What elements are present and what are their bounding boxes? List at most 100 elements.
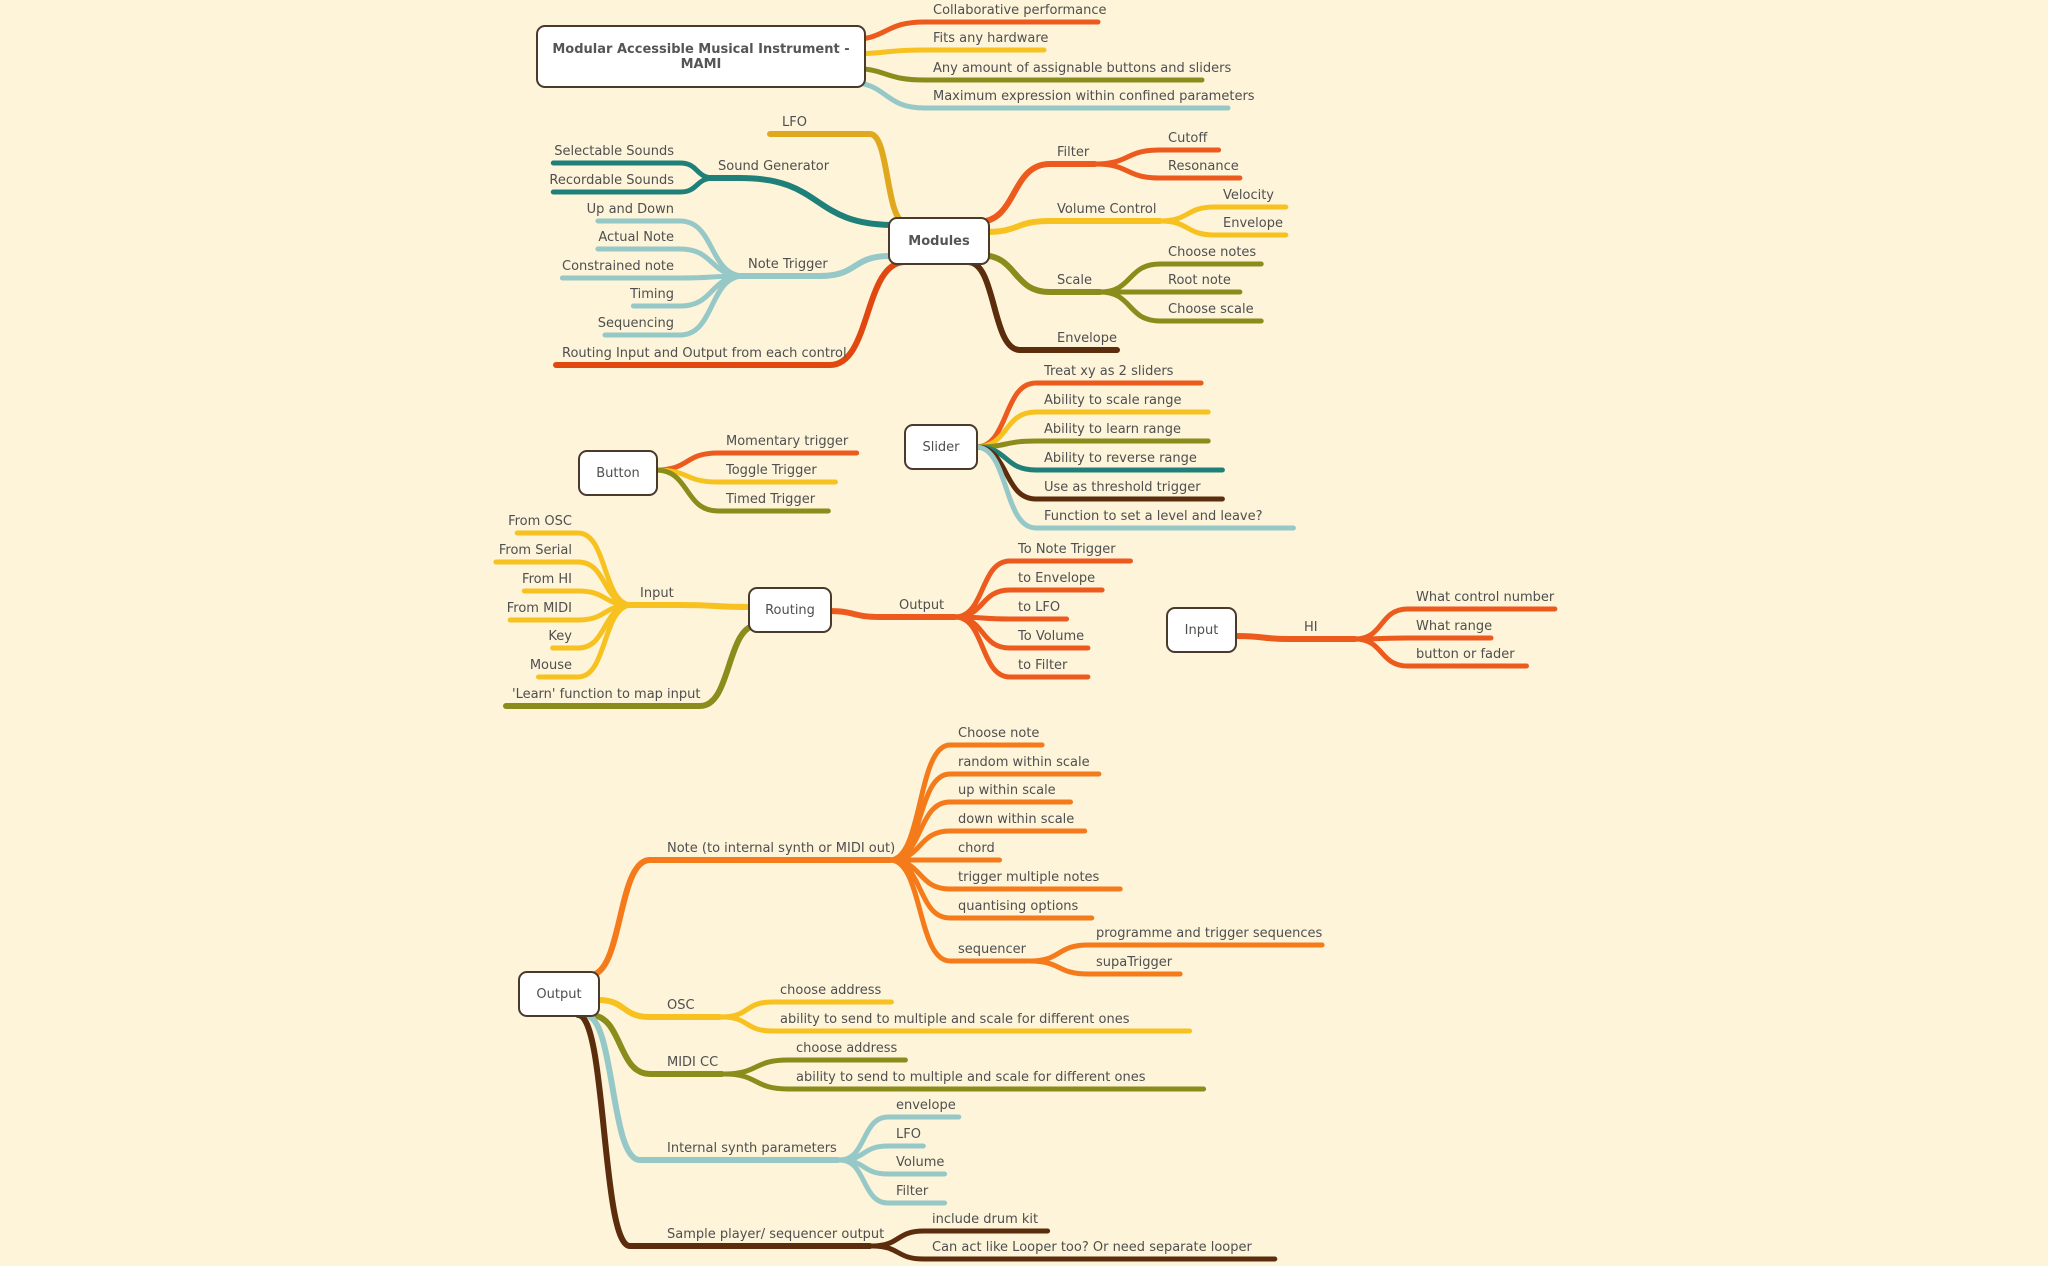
output-sample-child-0[interactable]: include drum kit <box>932 1212 1039 1227</box>
scale-child-2[interactable]: Choose scale <box>1168 302 1254 317</box>
volume-control-line <box>982 218 1163 235</box>
routing-input-child-0[interactable]: From OSC <box>508 514 572 529</box>
routing-input-child-3[interactable]: From MIDI <box>506 601 572 616</box>
sound-generator-child-1-line <box>550 175 717 195</box>
note-trigger-child-2[interactable]: Constrained note <box>562 259 674 274</box>
note-trigger-child-4[interactable]: Sequencing <box>597 316 674 331</box>
input-hi-child-2[interactable]: button or fader <box>1416 647 1515 662</box>
input-hi-child-0[interactable]: What control number <box>1416 590 1555 605</box>
note-trigger-child-1[interactable]: Actual Note <box>598 230 674 245</box>
button-node[interactable]: Button <box>578 450 658 496</box>
output-midi-cc-child-0[interactable]: choose address <box>796 1041 898 1056</box>
routing-input-label[interactable]: Input <box>640 586 674 601</box>
button-child-2[interactable]: Timed Trigger <box>726 492 816 507</box>
scale-child-0[interactable]: Choose notes <box>1168 245 1257 260</box>
routing-input-child-2[interactable]: From HI <box>522 572 572 587</box>
output-note-line <box>587 857 893 978</box>
output-note-child-6[interactable]: quantising options <box>958 899 1079 914</box>
volume-control-child-1[interactable]: Envelope <box>1223 216 1283 231</box>
input-hi-child-1[interactable]: What range <box>1416 619 1493 634</box>
slider-child-4[interactable]: Use as threshold trigger <box>1044 480 1201 495</box>
routing-learn-label[interactable]: 'Learn' function to map input <box>512 687 701 702</box>
slider-child-2[interactable]: Ability to learn range <box>1044 422 1181 437</box>
routing-input-child-1[interactable]: From Serial <box>498 543 572 558</box>
output-note-child-4[interactable]: chord <box>958 841 995 856</box>
output-sequencer-label[interactable]: sequencer <box>958 942 1026 957</box>
output-sequencer-label-line <box>887 857 1031 964</box>
output-note-child-2[interactable]: up within scale <box>958 783 1056 798</box>
routing-output-child-2[interactable]: to LFO <box>1018 600 1061 615</box>
output-osc-label[interactable]: OSC <box>667 998 695 1013</box>
input-hi-child-1-line <box>1352 635 1494 642</box>
output-internal-line <box>582 1012 841 1163</box>
routing-output-child-4[interactable]: to Filter <box>1018 658 1068 673</box>
title-child-1[interactable]: Fits any hardware <box>933 31 1049 46</box>
routing-input-child-5[interactable]: Mouse <box>529 658 572 673</box>
note-trigger-label[interactable]: Note Trigger <box>748 257 828 272</box>
output-sample-child-1[interactable]: Can act like Looper too? Or need separat… <box>932 1240 1252 1255</box>
note-trigger-child-0[interactable]: Up and Down <box>586 202 674 217</box>
routing-node[interactable]: Routing <box>748 587 832 633</box>
output-internal-label[interactable]: Internal synth parameters <box>667 1141 837 1156</box>
filter-line <box>975 161 1098 225</box>
output-internal-child-3[interactable]: Filter <box>896 1184 929 1199</box>
output-note-child-3[interactable]: down within scale <box>958 812 1075 827</box>
slider-child-0[interactable]: Treat xy as 2 sliders <box>1044 364 1174 379</box>
input-node[interactable]: Input <box>1166 607 1237 653</box>
sound-generator-child-0[interactable]: Selectable Sounds <box>554 144 674 159</box>
note-trigger-child-3[interactable]: Timing <box>630 287 674 302</box>
routing-output-child-3[interactable]: To Volume <box>1018 629 1085 644</box>
sound-generator-line <box>707 175 898 228</box>
output-note-child-5[interactable]: trigger multiple notes <box>958 870 1100 885</box>
routing-io-label[interactable]: Routing Input and Output from each contr… <box>562 346 847 361</box>
routing-learn-line <box>503 622 761 709</box>
output-sequencer-child-1[interactable]: supaTrigger <box>1096 955 1173 970</box>
output-osc-child-0[interactable]: choose address <box>780 983 882 998</box>
volume-control-child-0[interactable]: Velocity <box>1223 188 1274 203</box>
filter-child-0[interactable]: Cutoff <box>1168 131 1208 146</box>
output-midi-cc-child-1[interactable]: ability to send to multiple and scale fo… <box>796 1070 1146 1085</box>
sound-generator-label[interactable]: Sound Generator <box>718 159 830 174</box>
lfo-label[interactable]: LFO <box>782 115 807 130</box>
slider-child-1[interactable]: Ability to scale range <box>1044 393 1182 408</box>
slider-child-2-line <box>973 438 1211 450</box>
output-note-child-1[interactable]: random within scale <box>958 755 1090 770</box>
output-sample-label[interactable]: Sample player/ sequencer output <box>667 1227 885 1242</box>
volume-control-label[interactable]: Volume Control <box>1057 202 1157 217</box>
output-internal-child-2[interactable]: Volume <box>896 1155 945 1170</box>
modules-node[interactable]: Modules <box>888 217 990 265</box>
scale-label[interactable]: Scale <box>1057 273 1092 288</box>
input-hi-label[interactable]: HI <box>1304 620 1318 635</box>
output-sequencer-child-0[interactable]: programme and trigger sequences <box>1096 926 1323 941</box>
routing-input-child-5-line <box>536 602 635 680</box>
routing-output-label[interactable]: Output <box>899 598 945 613</box>
routing-output-child-0[interactable]: To Note Trigger <box>1018 542 1116 557</box>
output-osc-child-1[interactable]: ability to send to multiple and scale fo… <box>780 1012 1130 1027</box>
slider-node[interactable]: Slider <box>904 424 978 470</box>
sound-generator-child-1[interactable]: Recordable Sounds <box>549 173 674 188</box>
button-child-0[interactable]: Momentary trigger <box>726 434 849 449</box>
slider-child-3[interactable]: Ability to reverse range <box>1044 451 1197 466</box>
routing-output-child-1[interactable]: to Envelope <box>1018 571 1096 586</box>
output-osc-line <box>595 997 723 1020</box>
scale-child-1[interactable]: Root note <box>1168 273 1231 288</box>
envelope-label[interactable]: Envelope <box>1057 331 1117 346</box>
slider-child-5[interactable]: Function to set a level and leave? <box>1044 509 1263 524</box>
output-node[interactable]: Output <box>518 971 600 1017</box>
note-trigger-child-4-line <box>602 273 747 338</box>
routing-input-child-4[interactable]: Key <box>548 629 572 644</box>
output-internal-child-1[interactable]: LFO <box>896 1127 921 1142</box>
title-child-2[interactable]: Any amount of assignable buttons and sli… <box>933 61 1232 76</box>
output-internal-child-0[interactable]: envelope <box>896 1098 956 1113</box>
title-child-3[interactable]: Maximum expression within confined param… <box>933 89 1255 104</box>
output-note-label[interactable]: Note (to internal synth or MIDI out) <box>667 841 896 856</box>
title-node[interactable]: Modular Accessible Musical Instrument - … <box>536 25 866 88</box>
button-child-1[interactable]: Toggle Trigger <box>726 463 817 478</box>
output-note-child-0[interactable]: Choose note <box>958 726 1040 741</box>
filter-label[interactable]: Filter <box>1057 145 1090 160</box>
title-child-0[interactable]: Collaborative performance <box>933 3 1107 18</box>
output-midi-cc-label[interactable]: MIDI CC <box>667 1055 719 1070</box>
input-hi-line <box>1233 633 1358 642</box>
filter-child-1[interactable]: Resonance <box>1168 159 1239 174</box>
output-sample-child-1-line <box>869 1243 1278 1262</box>
